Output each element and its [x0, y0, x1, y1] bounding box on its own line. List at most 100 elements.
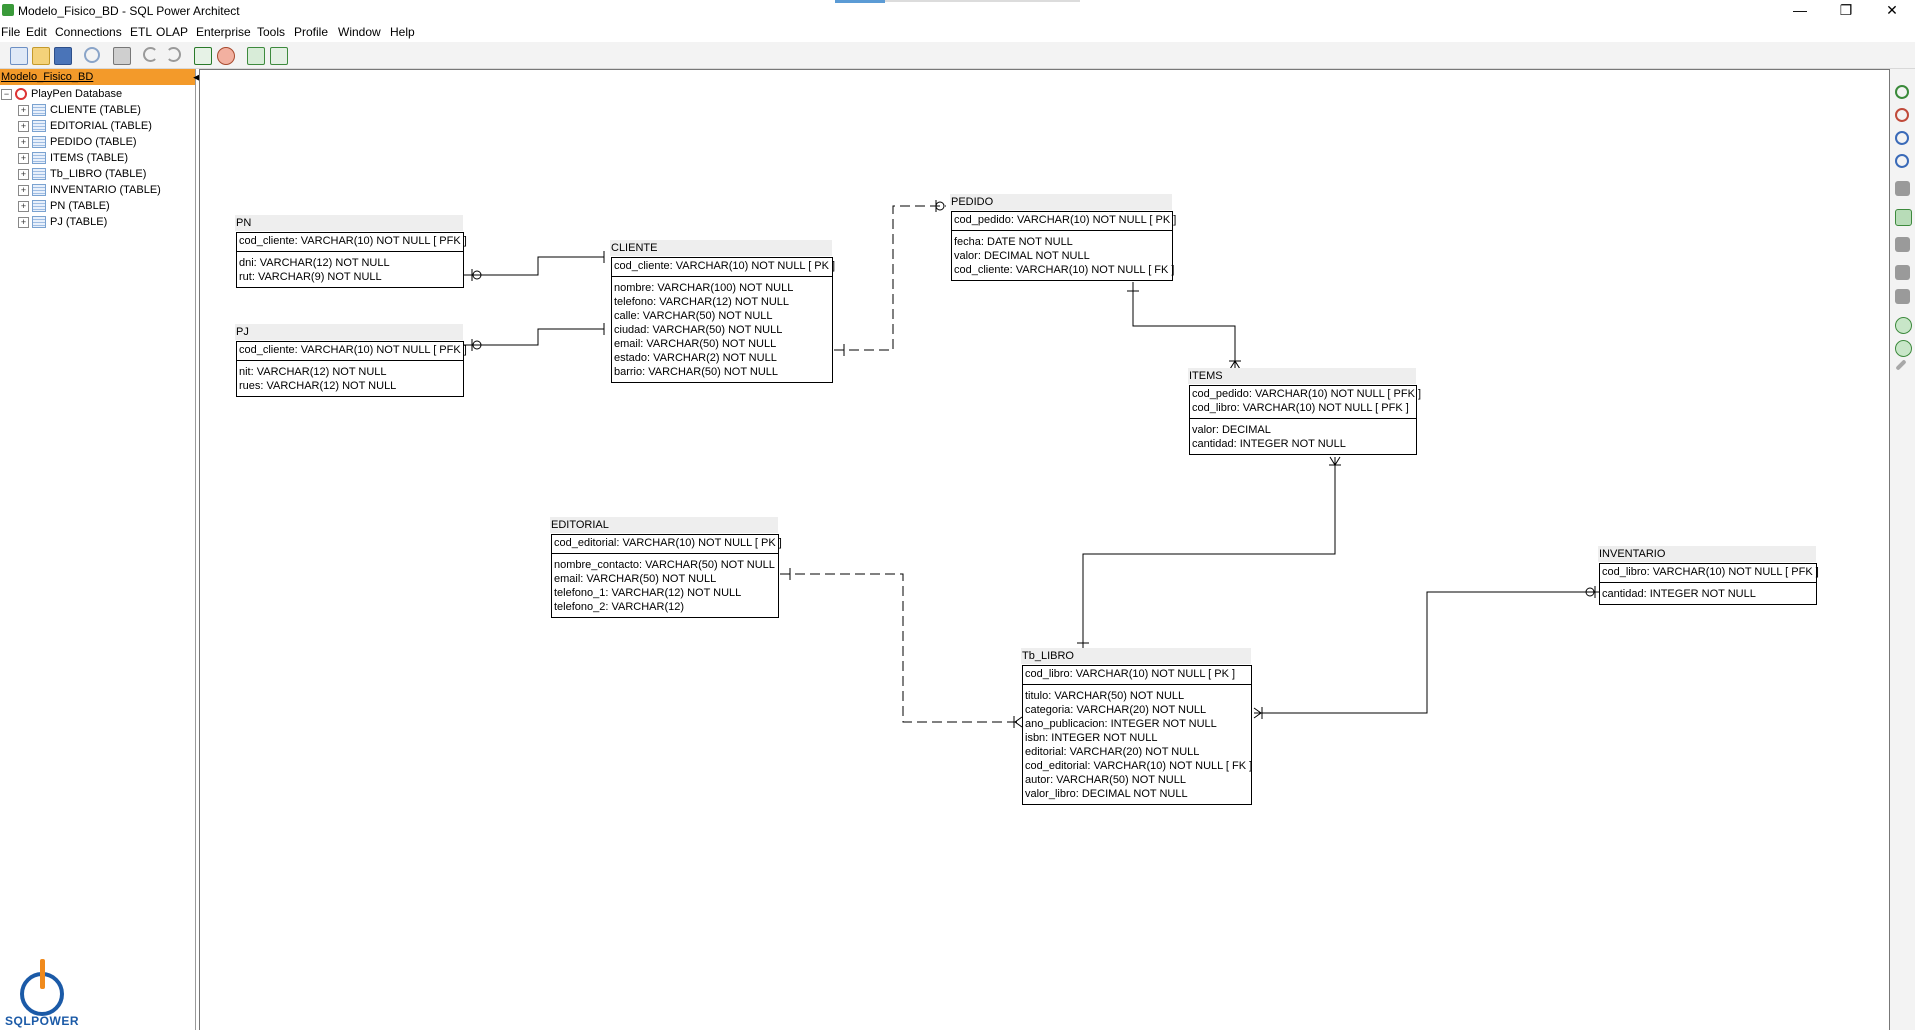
- pk-column[interactable]: cod_libro: VARCHAR(10) NOT NULL [ PFK ]: [1602, 566, 1819, 578]
- entity-pn[interactable]: PN cod_cliente: VARCHAR(10) NOT NULL [ P…: [235, 215, 467, 288]
- panel-collapse-icon[interactable]: ◀: [193, 72, 200, 82]
- visual-mapping-report-icon[interactable]: [270, 47, 288, 65]
- tree-item-editorial[interactable]: +EDITORIAL (TABLE): [18, 118, 152, 134]
- tree-item-items[interactable]: +ITEMS (TABLE): [18, 150, 128, 166]
- column[interactable]: telefono_2: VARCHAR(12): [554, 601, 685, 613]
- menu-file[interactable]: File: [1, 25, 21, 39]
- column[interactable]: categoria: VARCHAR(20) NOT NULL: [1025, 704, 1207, 716]
- zoom-normal-icon[interactable]: [1895, 131, 1909, 145]
- entity-pedido[interactable]: PEDIDO cod_pedido: VARCHAR(10) NOT NULL …: [950, 194, 1177, 281]
- column[interactable]: estado: VARCHAR(2) NOT NULL: [614, 352, 777, 364]
- pk-column[interactable]: cod_libro: VARCHAR(10) NOT NULL [ PFK ]: [1192, 402, 1409, 414]
- create-non-identifying-relationship-icon[interactable]: [1895, 340, 1912, 357]
- tree-item-cliente[interactable]: +CLIENTE (TABLE): [18, 102, 141, 118]
- column[interactable]: fecha: DATE NOT NULL: [954, 236, 1073, 248]
- column[interactable]: autor: VARCHAR(50) NOT NULL: [1025, 774, 1186, 786]
- refresh-icon[interactable]: [84, 47, 100, 63]
- print-icon[interactable]: [113, 47, 131, 65]
- column[interactable]: rues: VARCHAR(12) NOT NULL: [239, 380, 397, 392]
- insert-label-icon[interactable]: [1895, 289, 1910, 304]
- tree-item-tb-libro[interactable]: +Tb_LIBRO (TABLE): [18, 166, 146, 182]
- entity-editorial[interactable]: EDITORIAL cod_editorial: VARCHAR(10) NOT…: [550, 517, 782, 618]
- pk-column[interactable]: cod_cliente: VARCHAR(10) NOT NULL [ PK ]: [614, 260, 836, 272]
- column[interactable]: cantidad: INTEGER NOT NULL: [1192, 438, 1346, 450]
- create-schema-icon[interactable]: [1895, 181, 1910, 196]
- copy-table-icon[interactable]: [247, 47, 265, 65]
- expand-icon[interactable]: +: [18, 200, 29, 212]
- column[interactable]: isbn: INTEGER NOT NULL: [1025, 732, 1158, 744]
- pk-column[interactable]: cod_cliente: VARCHAR(10) NOT NULL [ PFK …: [239, 344, 467, 356]
- column[interactable]: telefono_1: VARCHAR(12) NOT NULL: [554, 587, 742, 599]
- minimize-button[interactable]: —: [1793, 2, 1807, 18]
- tree-item-pj[interactable]: +PJ (TABLE): [18, 214, 107, 230]
- menu-connections[interactable]: Connections: [55, 25, 122, 39]
- zoom-out-icon[interactable]: [1895, 108, 1909, 122]
- entity-cliente[interactable]: CLIENTE cod_cliente: VARCHAR(10) NOT NUL…: [610, 240, 836, 383]
- save-icon[interactable]: [54, 47, 72, 65]
- column[interactable]: valor_libro: DECIMAL NOT NULL: [1025, 788, 1188, 800]
- column[interactable]: editorial: VARCHAR(20) NOT NULL: [1025, 746, 1200, 758]
- forward-engineer-sql-icon[interactable]: [194, 47, 212, 65]
- close-button[interactable]: ✕: [1886, 2, 1898, 18]
- entity-tb-libro[interactable]: Tb_LIBRO cod_libro: VARCHAR(10) NOT NULL…: [1021, 648, 1253, 805]
- menu-olap[interactable]: OLAP: [156, 25, 189, 39]
- redo-icon[interactable]: [166, 47, 181, 62]
- column[interactable]: cantidad: INTEGER NOT NULL: [1602, 588, 1756, 600]
- expand-icon[interactable]: +: [18, 168, 29, 180]
- undo-icon[interactable]: [143, 47, 158, 62]
- entity-inventario[interactable]: INVENTARIO cod_libro: VARCHAR(10) NOT NU…: [1598, 546, 1819, 605]
- pk-column[interactable]: cod_pedido: VARCHAR(10) NOT NULL [ PK ]: [954, 214, 1177, 226]
- new-project-icon[interactable]: [10, 47, 28, 65]
- expand-icon[interactable]: +: [18, 184, 29, 196]
- tree-item-pn[interactable]: +PN (TABLE): [18, 198, 110, 214]
- column[interactable]: titulo: VARCHAR(50) NOT NULL: [1025, 690, 1185, 702]
- pk-column[interactable]: cod_editorial: VARCHAR(10) NOT NULL [ PK…: [554, 537, 782, 549]
- column[interactable]: telefono: VARCHAR(12) NOT NULL: [614, 296, 790, 308]
- column[interactable]: cod_cliente: VARCHAR(10) NOT NULL [ FK ]: [954, 264, 1175, 276]
- menu-enterprise[interactable]: Enterprise: [196, 25, 251, 39]
- create-table-icon[interactable]: [1895, 209, 1912, 226]
- column[interactable]: barrio: VARCHAR(50) NOT NULL: [614, 366, 779, 378]
- expand-icon[interactable]: +: [18, 104, 29, 116]
- menu-window[interactable]: Window: [338, 25, 381, 39]
- column[interactable]: email: VARCHAR(50) NOT NULL: [554, 573, 717, 585]
- zoom-to-fit-icon[interactable]: [1895, 154, 1909, 168]
- column[interactable]: valor: DECIMAL: [1192, 424, 1271, 436]
- menu-help[interactable]: Help: [390, 25, 415, 39]
- restore-button[interactable]: ❐: [1839, 2, 1853, 18]
- create-identifying-relationship-icon[interactable]: [1895, 317, 1912, 334]
- zoom-in-icon[interactable]: [1895, 85, 1909, 99]
- expand-icon[interactable]: +: [18, 152, 29, 164]
- insert-column-icon[interactable]: [1895, 265, 1910, 280]
- column[interactable]: nombre_contacto: VARCHAR(50) NOT NULL: [554, 559, 775, 571]
- column[interactable]: email: VARCHAR(50) NOT NULL: [614, 338, 777, 350]
- column[interactable]: cod_editorial: VARCHAR(10) NOT NULL [ FK…: [1025, 760, 1253, 772]
- open-project-icon[interactable]: [32, 47, 50, 65]
- entity-items[interactable]: ITEMS cod_pedido: VARCHAR(10) NOT NULL […: [1188, 368, 1422, 455]
- column[interactable]: valor: DECIMAL NOT NULL: [954, 250, 1090, 262]
- tree-item-inventario[interactable]: +INVENTARIO (TABLE): [18, 182, 161, 198]
- create-index-icon[interactable]: [1895, 237, 1910, 252]
- menu-profile[interactable]: Profile: [294, 25, 329, 39]
- pk-column[interactable]: cod_libro: VARCHAR(10) NOT NULL [ PK ]: [1025, 668, 1236, 680]
- edit-icon[interactable]: [1895, 359, 1907, 371]
- pk-column[interactable]: cod_pedido: VARCHAR(10) NOT NULL [ PFK ]: [1192, 388, 1422, 400]
- tree-root-playpen[interactable]: −PlayPen Database: [1, 86, 122, 102]
- menu-tools[interactable]: Tools: [257, 25, 286, 39]
- tree-item-pedido[interactable]: +PEDIDO (TABLE): [18, 134, 137, 150]
- collapse-icon[interactable]: −: [1, 88, 12, 100]
- compare-dm-icon[interactable]: [217, 47, 235, 65]
- expand-icon[interactable]: +: [18, 120, 29, 132]
- project-tab[interactable]: Modelo_Fisico_BD: [0, 69, 195, 85]
- menu-etl[interactable]: ETL: [130, 25, 153, 39]
- expand-icon[interactable]: +: [18, 216, 29, 228]
- column[interactable]: calle: VARCHAR(50) NOT NULL: [614, 310, 773, 322]
- pk-column[interactable]: cod_cliente: VARCHAR(10) NOT NULL [ PFK …: [239, 235, 467, 247]
- column[interactable]: nombre: VARCHAR(100) NOT NULL: [614, 282, 794, 294]
- menu-edit[interactable]: Edit: [26, 25, 47, 39]
- column[interactable]: dni: VARCHAR(12) NOT NULL: [239, 257, 390, 269]
- expand-icon[interactable]: +: [18, 136, 29, 148]
- column[interactable]: ciudad: VARCHAR(50) NOT NULL: [614, 324, 783, 336]
- column[interactable]: nit: VARCHAR(12) NOT NULL: [239, 366, 387, 378]
- column[interactable]: rut: VARCHAR(9) NOT NULL: [239, 271, 382, 283]
